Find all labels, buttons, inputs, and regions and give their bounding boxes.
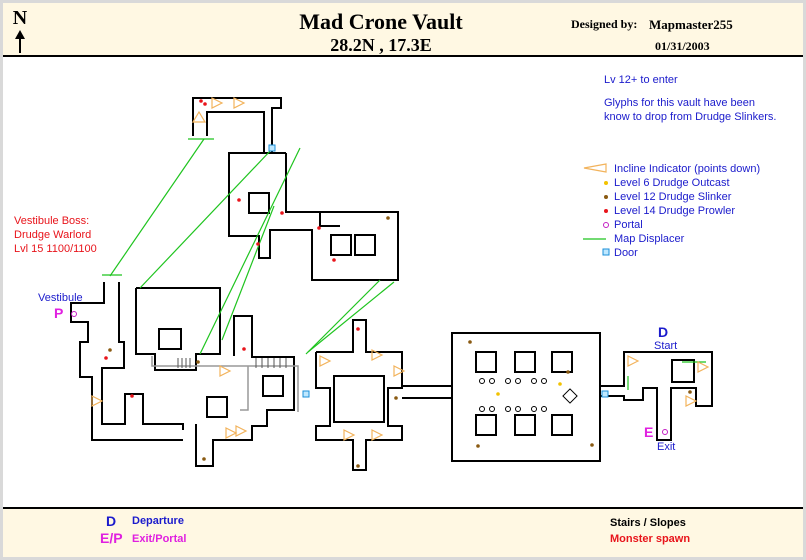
footer-d-marker: D <box>106 513 117 529</box>
footer-departure: Departure <box>132 515 184 527</box>
boss-title: Vestibule Boss: <box>14 215 90 227</box>
dungeon-walls <box>70 97 713 471</box>
designed-by-label: Designed by: <box>571 17 638 31</box>
exit-marker: E <box>644 424 654 440</box>
stairs-icons <box>177 358 287 368</box>
inner-walls <box>151 356 299 412</box>
portal-icons <box>71 311 668 435</box>
departure-marker: D <box>658 324 669 340</box>
boss-level: Lvl 15 1100/1100 <box>14 243 97 255</box>
legend-incline: Incline Indicator (points down) <box>614 163 761 175</box>
map-date: 01/31/2003 <box>655 39 710 53</box>
map-displacer-lines <box>102 138 706 390</box>
boss-name: Drudge Warlord <box>14 229 92 241</box>
exit-label: Exit <box>657 441 676 453</box>
map-title: Mad Crone Vault <box>299 9 463 34</box>
start-label: Start <box>654 340 678 352</box>
incline-icons <box>91 97 710 441</box>
footer-ep-marker: E/P <box>100 530 123 546</box>
legend-displacer: Map Displacer <box>614 233 685 245</box>
north-label: N <box>12 7 28 29</box>
legend-icons <box>583 163 610 256</box>
author-name: Mapmaster255 <box>649 17 733 32</box>
legend-prowler: Level 14 Drudge Prowler <box>614 205 736 217</box>
map-coordinates: 28.2N , 17.3E <box>330 35 432 55</box>
portal-marker: P <box>54 305 64 321</box>
pillar-icons <box>479 378 578 412</box>
legend-slinker: Level 12 Drudge Slinker <box>614 191 732 203</box>
footer-exit-portal: Exit/Portal <box>132 533 187 545</box>
glyph-note-line1: Glyphs for this vault have been <box>604 97 756 109</box>
level-requirement: Lv 12+ to enter <box>604 74 678 86</box>
legend-door: Door <box>614 247 638 259</box>
vestibule-label: Vestibule <box>38 292 83 304</box>
legend-outcast: Level 6 Drudge Outcast <box>614 177 730 189</box>
north-compass: N <box>9 7 31 55</box>
legend-portal: Portal <box>614 219 643 231</box>
north-arrow-icon <box>15 30 25 39</box>
header: N Mad Crone Vault 28.2N , 17.3E Designed… <box>3 3 803 57</box>
glyph-note-line2: know to drop from Drudge Slinkers. <box>604 111 777 123</box>
monster-spawn-dots <box>104 99 692 468</box>
footer-stairs: Stairs / Slopes <box>610 517 686 529</box>
footer-legend <box>3 507 803 557</box>
footer-monster-spawn: Monster spawn <box>610 533 691 545</box>
door-icons <box>268 144 609 398</box>
